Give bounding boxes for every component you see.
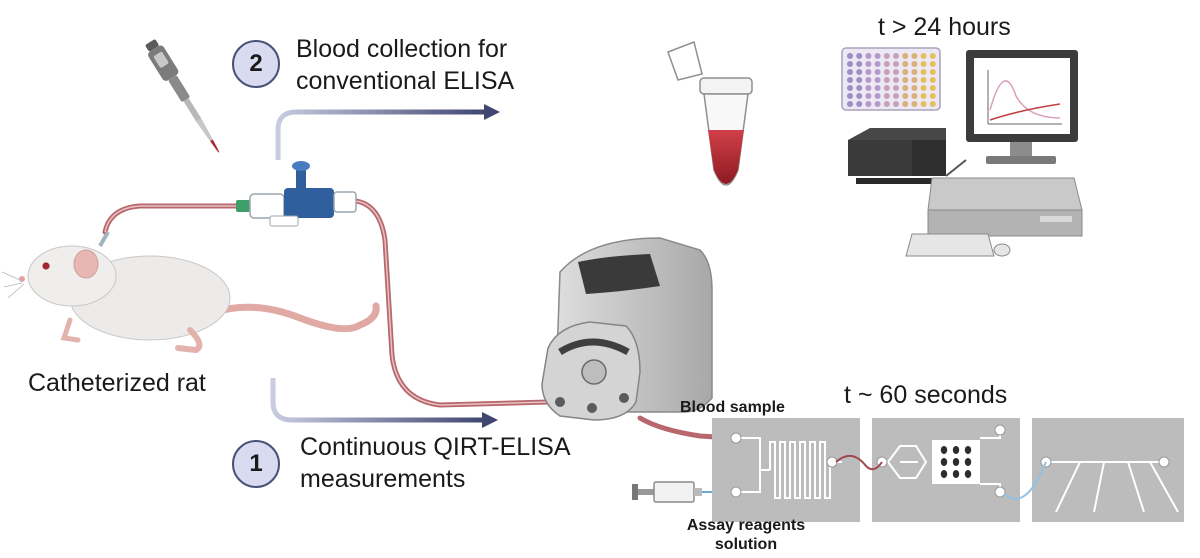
blood-sample-label: Blood sample bbox=[680, 399, 785, 416]
arrow-to-elisa bbox=[275, 104, 500, 160]
arrow-to-qirt bbox=[270, 378, 498, 428]
reagents-label-line1: Assay reagents bbox=[686, 517, 806, 534]
syringe-icon bbox=[632, 481, 732, 503]
step-1-label-line2: measurements bbox=[300, 465, 466, 493]
step-2-label-line2: conventional ELISA bbox=[296, 67, 515, 95]
time-long-label: t > 24 hours bbox=[878, 13, 1011, 41]
time-short-label: t ~ 60 seconds bbox=[844, 381, 1008, 409]
stopcock-icon bbox=[236, 161, 357, 227]
microfluidic-chip-icon bbox=[712, 418, 1184, 522]
peristaltic-pump-icon bbox=[541, 237, 713, 421]
rat-icon bbox=[1, 231, 380, 354]
rat-label: Catheterized rat bbox=[28, 369, 206, 397]
computer-icon bbox=[905, 50, 1083, 257]
pipette-icon bbox=[145, 39, 220, 153]
well-plate-icon bbox=[841, 47, 941, 111]
step-2-label-line1: Blood collection for bbox=[296, 35, 508, 63]
plate-reader-icon bbox=[848, 128, 946, 184]
step-1-label-line1: Continuous QIRT-ELISA bbox=[300, 433, 571, 461]
microtube-icon bbox=[667, 40, 753, 186]
reagents-label-line2: solution bbox=[714, 536, 778, 553]
step-2-badge: 2 bbox=[232, 40, 280, 88]
step-1-badge: 1 bbox=[232, 440, 280, 488]
